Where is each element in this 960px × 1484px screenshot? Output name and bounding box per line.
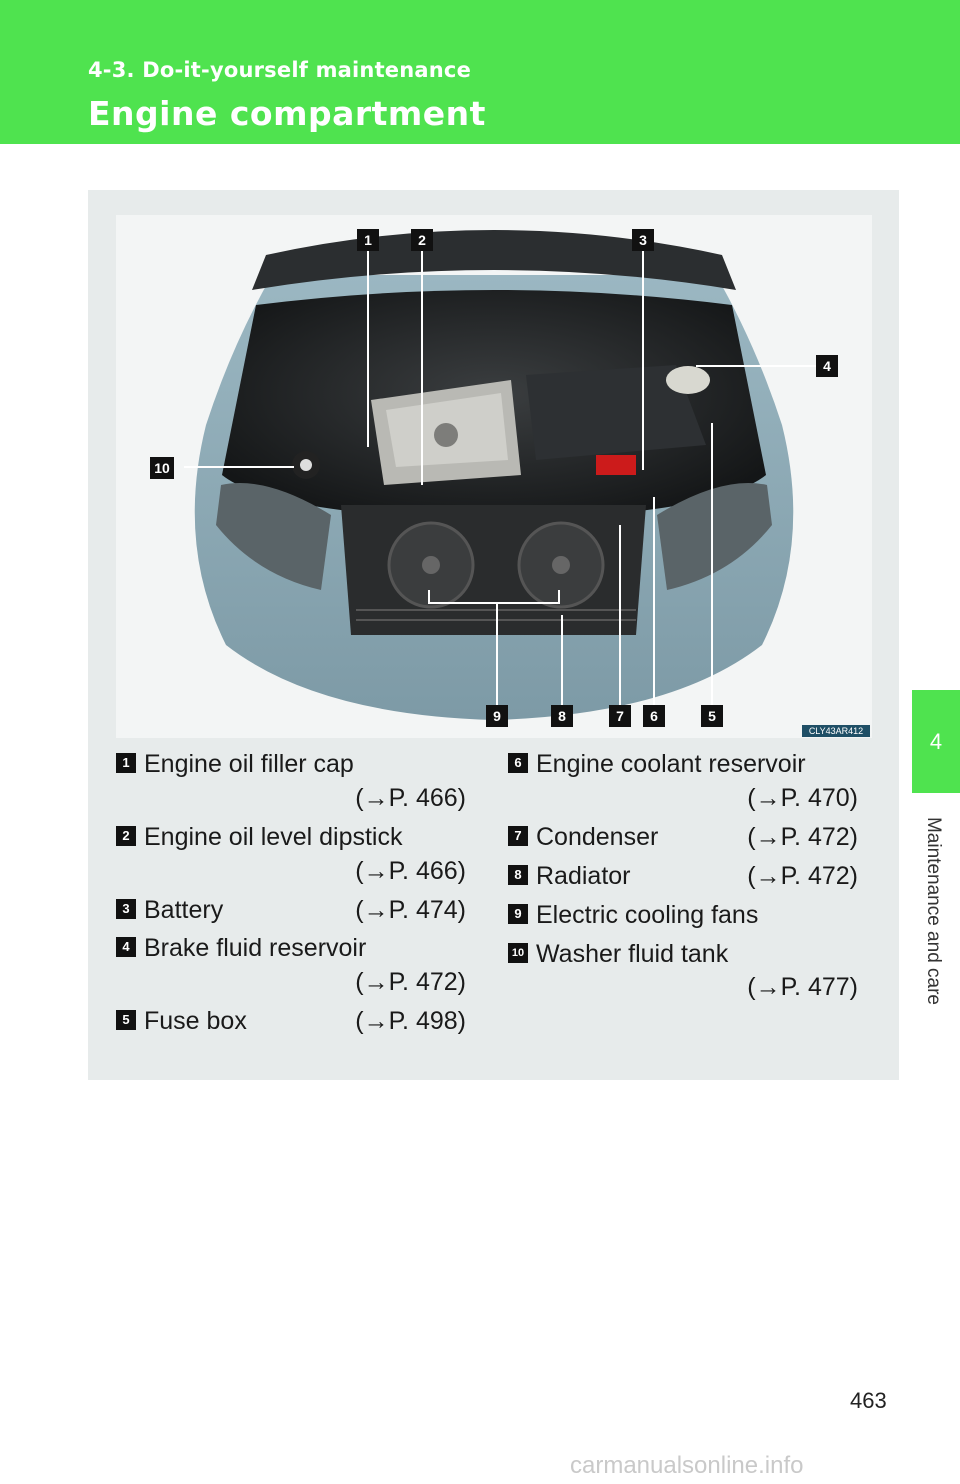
legend-item: 6 Engine coolant reservoir bbox=[508, 750, 806, 779]
chapter-tab[interactable]: 4 bbox=[912, 690, 960, 793]
item-label: Engine coolant reservoir bbox=[536, 750, 806, 778]
item-label: Brake fluid reservoir bbox=[144, 934, 367, 962]
engine-photo bbox=[116, 215, 872, 738]
legend-item: 9 Electric cooling fans bbox=[508, 901, 758, 930]
item-number-badge: 3 bbox=[116, 899, 136, 920]
page-header: 4-3. Do-it-yourself maintenance Engine c… bbox=[0, 0, 960, 144]
legend-item: 10 Washer fluid tank bbox=[508, 940, 728, 969]
item-page-ref: (→P. 470) bbox=[747, 784, 858, 812]
figure-code: CLY43AR412 bbox=[802, 725, 870, 737]
item-label: Fuse box bbox=[144, 1007, 247, 1035]
section-heading: 4-3. Do-it-yourself maintenance bbox=[88, 58, 472, 82]
item-number-badge: 4 bbox=[116, 937, 136, 958]
item-page-ref: (→P. 474) bbox=[355, 896, 466, 924]
callout-10: 10 bbox=[150, 457, 174, 479]
item-label: Battery bbox=[144, 896, 224, 924]
callout-3: 3 bbox=[632, 229, 654, 251]
item-number-badge: 2 bbox=[116, 826, 136, 847]
callout-9: 9 bbox=[486, 705, 508, 727]
item-label: Condenser bbox=[536, 823, 659, 851]
item-number-badge: 1 bbox=[116, 753, 136, 774]
legend-item: 8 Radiator bbox=[508, 862, 631, 891]
callout-2: 2 bbox=[411, 229, 433, 251]
legend-item: 1 Engine oil filler cap bbox=[116, 750, 354, 779]
item-page-ref: (→P. 466) bbox=[355, 857, 466, 885]
item-number-badge: 9 bbox=[508, 904, 528, 925]
item-page-ref: (→P. 477) bbox=[747, 973, 858, 1001]
legend-item: 2 Engine oil level dipstick bbox=[116, 823, 402, 852]
callout-5: 5 bbox=[701, 705, 723, 727]
chapter-tab-label: Maintenance and care bbox=[918, 800, 948, 1030]
item-number-badge: 10 bbox=[508, 943, 528, 964]
item-number-badge: 7 bbox=[508, 826, 528, 847]
page-number: 463 bbox=[850, 1388, 887, 1413]
callout-4: 4 bbox=[816, 355, 838, 377]
callout-1: 1 bbox=[357, 229, 379, 251]
item-label: Engine oil level dipstick bbox=[144, 823, 403, 851]
watermark: carmanualsonline.info bbox=[570, 1452, 804, 1479]
item-number-badge: 8 bbox=[508, 865, 528, 886]
callout-6: 6 bbox=[643, 705, 665, 727]
item-label: Electric cooling fans bbox=[536, 901, 759, 929]
page-title: Engine compartment bbox=[88, 94, 486, 133]
item-number-badge: 5 bbox=[116, 1010, 136, 1031]
legend-item: 7 Condenser bbox=[508, 823, 658, 852]
legend-item: 3 Battery bbox=[116, 896, 223, 925]
chapter-label-text: Maintenance and care bbox=[923, 816, 944, 1005]
item-number-badge: 6 bbox=[508, 753, 528, 774]
item-label: Engine oil filler cap bbox=[144, 750, 354, 778]
item-page-ref: (→P. 466) bbox=[355, 784, 466, 812]
item-label: Washer fluid tank bbox=[536, 940, 729, 968]
item-label: Radiator bbox=[536, 862, 631, 890]
item-page-ref: (→P. 472) bbox=[747, 862, 858, 890]
legend-item: 4 Brake fluid reservoir bbox=[116, 934, 366, 963]
item-page-ref: (→P. 472) bbox=[747, 823, 858, 851]
item-page-ref: (→P. 498) bbox=[355, 1007, 466, 1035]
legend-item: 5 Fuse box bbox=[116, 1007, 247, 1036]
callout-8: 8 bbox=[551, 705, 573, 727]
item-page-ref: (→P. 472) bbox=[355, 968, 466, 996]
callout-7: 7 bbox=[609, 705, 631, 727]
